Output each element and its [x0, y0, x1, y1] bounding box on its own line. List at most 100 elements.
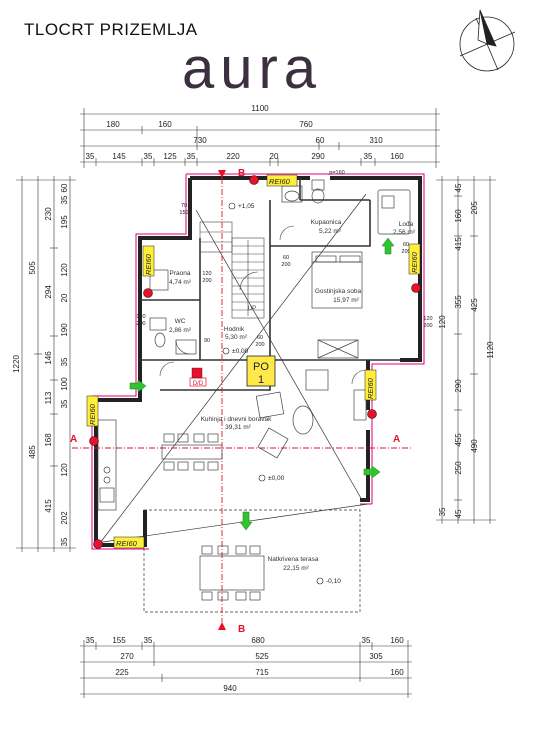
bathroom-fixtures — [281, 179, 411, 235]
section-a-right: A — [393, 434, 400, 445]
evacuation-arrow-icons — [129, 237, 395, 531]
dim-left-det-10: 202 — [60, 511, 69, 525]
level-2: ±0,00 — [232, 348, 249, 355]
dim-top-r4-7: 290 — [311, 152, 325, 161]
rei60-top: REI60 — [269, 177, 291, 186]
po-label-line2: 1 — [258, 374, 264, 386]
dim-left-det-8: 35 — [60, 399, 69, 408]
terrace-outline — [143, 509, 361, 613]
dim-left-det-5: 190 — [60, 323, 69, 337]
room-lodja-name: Lođa — [399, 221, 414, 228]
dim-right-det-0: 120 — [438, 315, 447, 329]
room-terasa-area: 22,15 m² — [283, 565, 309, 572]
rei60-right2: REI60 — [366, 377, 375, 399]
dim-bot-r1-2: 35 — [144, 636, 153, 645]
dim-bot-r2-2: 305 — [369, 652, 383, 661]
north-arrow-icon — [459, 9, 516, 72]
room-hodnik-name: Hodnik — [224, 326, 245, 333]
staircase — [199, 221, 265, 319]
dim-bot-total: 940 — [223, 684, 237, 693]
opening-9: 60 — [283, 255, 289, 261]
dim-right-in-1: 160 — [454, 209, 463, 223]
dim-top-r2-0: 180 — [106, 120, 120, 129]
dim-left-in-4: 168 — [44, 433, 53, 447]
level-markers: +1,05 ±0,00 ±0,00 -0,10 — [232, 203, 341, 585]
room-praona-area: 4,74 m² — [169, 279, 192, 286]
dim-top-total: 1100 — [251, 104, 269, 113]
dim-bot-r3-1: 715 — [255, 668, 269, 677]
dim-right-in-5: 455 — [454, 433, 463, 447]
dim-top-r4-3: 125 — [163, 152, 177, 161]
dim-left-outer: 1220 — [12, 355, 21, 373]
dim-bot-r1-4: 35 — [362, 636, 371, 645]
po-label: PO 1 — [246, 355, 276, 387]
room-spavaca-name: Gostinjska soba — [315, 288, 362, 295]
room-lodja-area: 2,56 m² — [393, 229, 416, 236]
dim-left-in-0: 230 — [44, 207, 53, 221]
dim-right-in-6: 250 — [454, 461, 463, 475]
fire-markers — [89, 175, 421, 549]
dim-top-r4-4: 35 — [187, 152, 196, 161]
opening-7: 120 — [423, 316, 432, 322]
room-spavaca-area: 15,97 m² — [333, 297, 359, 304]
dim-top-r4-2: 35 — [144, 152, 153, 161]
dimension-lines-left — [16, 176, 76, 552]
opening-15: p=160 — [329, 170, 344, 176]
dim-top-r4-0: 35 — [86, 152, 95, 161]
dim-left-det-11: 35 — [60, 537, 69, 546]
room-hodnik-area: 5,30 m² — [225, 334, 248, 341]
room-wc-area: 2,86 m² — [169, 327, 192, 334]
rei60-labels: REI60 REI60 REI60 REI60 REI60 REI60 — [86, 174, 421, 549]
dim-bot-r2-1: 525 — [255, 652, 269, 661]
rei60-bottom: REI60 — [116, 539, 138, 548]
room-praona-name: Praona — [170, 270, 191, 277]
dim-left-in-1: 294 — [44, 285, 53, 299]
dim-bot-r1-3: 680 — [251, 636, 265, 645]
dim-top-r4-8: 35 — [364, 152, 373, 161]
dim-right-in-3: 355 — [454, 295, 463, 309]
dim-bot-r2-0: 270 — [120, 652, 134, 661]
dim-bot-r1-1: 155 — [112, 636, 126, 645]
section-a-left: A — [70, 434, 77, 445]
dim-right-mid-2: 490 — [470, 439, 479, 453]
dimension-lines-bottom — [80, 640, 412, 698]
opening-1: 150 — [179, 210, 188, 216]
dim-right-in-4: 290 — [454, 379, 463, 393]
rei60-left2: REI60 — [88, 403, 97, 425]
dim-bot-r1-0: 35 — [86, 636, 95, 645]
opening-12: 200 — [136, 321, 145, 327]
dim-right-in-2: 415 — [454, 237, 463, 251]
dim-top-r2-2: 760 — [299, 120, 313, 129]
opening-13: 60 — [403, 242, 409, 248]
level-4: -0,10 — [326, 578, 341, 585]
rei60-left1: REI60 — [144, 253, 153, 275]
opening-5: 200 — [255, 342, 264, 348]
dim-top-r4-9: 160 — [390, 152, 404, 161]
room-kupaonica-name: Kupaonica — [311, 219, 342, 226]
extinguisher-icon — [191, 367, 203, 379]
svg-text:D/D: D/D — [193, 381, 204, 387]
opening-8: 200 — [423, 323, 432, 329]
dimension-lines-right — [436, 176, 496, 524]
kitchen-living-furniture — [97, 369, 367, 511]
dim-left-det-0: 60 — [60, 183, 69, 192]
dim-right-mid-1: 425 — [470, 298, 479, 312]
opening-14: 200 — [401, 249, 410, 255]
dim-right-outer: 1120 — [486, 341, 495, 359]
dim-right-mid-0: 205 — [470, 201, 479, 215]
dim-top-r2-1: 160 — [158, 120, 172, 129]
opening-10: 200 — [281, 262, 290, 268]
dim-top-r3-1: 60 — [316, 136, 325, 145]
dimension-labels-left: 1220 505 485 230 294 146 113 168 415 60 … — [12, 183, 69, 546]
bedroom-furniture — [311, 251, 363, 359]
dim-top-r4-1: 145 — [112, 152, 126, 161]
opening-6: 90 — [204, 338, 210, 344]
section-b-top: B — [238, 168, 245, 179]
opening-11: 120 — [136, 314, 145, 320]
room-kuhinja-name: Kuhinja i dnevni boravak — [201, 416, 273, 423]
dim-top-r3-2: 310 — [369, 136, 383, 145]
dvd-label: D/D — [189, 377, 207, 387]
dim-right-in-8: 45 — [454, 509, 463, 518]
dim-left-mid-0: 505 — [28, 261, 37, 275]
